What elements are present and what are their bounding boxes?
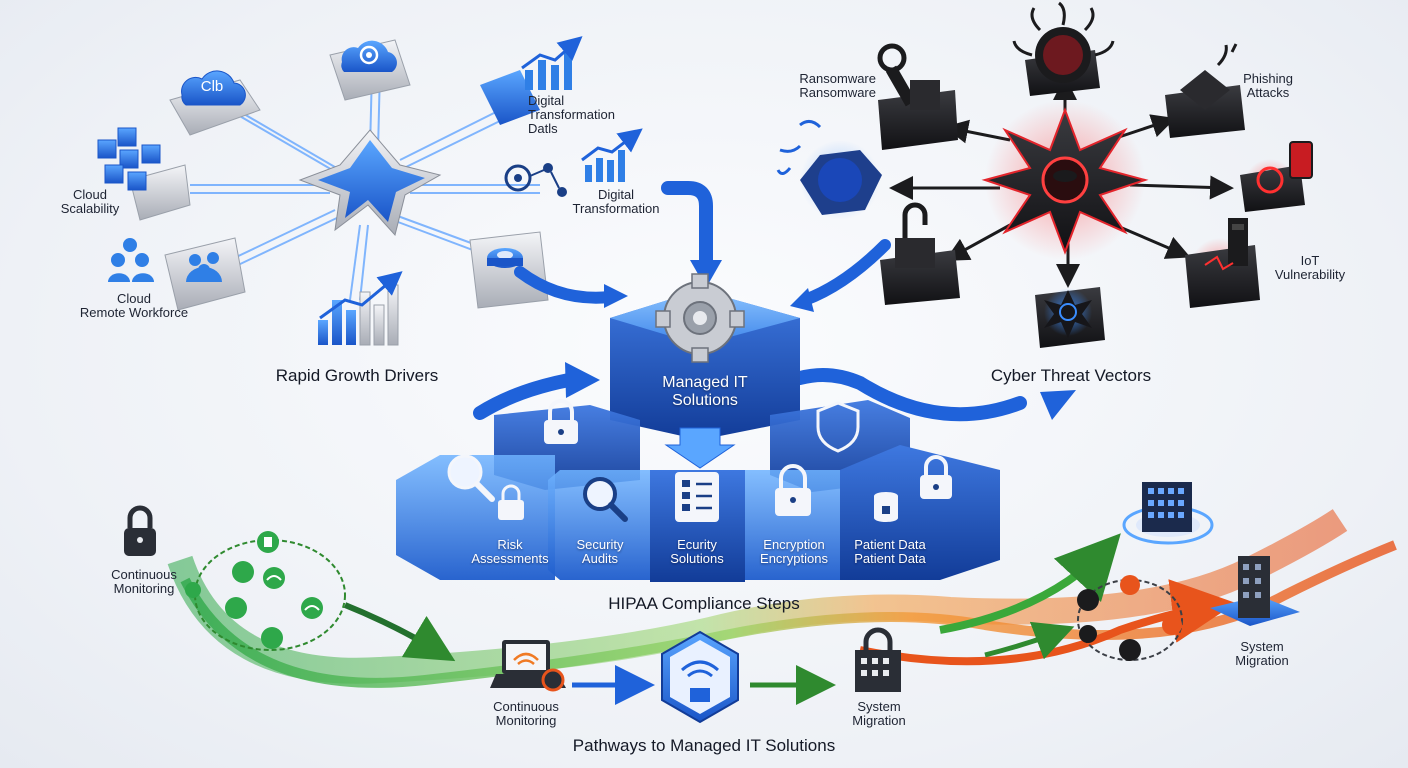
cloud-scalability-label: Cloud Scalability	[60, 187, 120, 216]
cloud-node	[169, 70, 261, 136]
growth-cluster	[97, 36, 643, 346]
server-building-icon	[1210, 556, 1300, 626]
search-icon	[583, 477, 628, 522]
threat-core	[981, 100, 1149, 260]
checklist-icon	[675, 472, 719, 522]
hub-label: Managed IT Solutions	[662, 374, 748, 409]
bar-chart-icon	[318, 271, 403, 346]
wifi-hub-icon	[661, 630, 739, 724]
tile-risk-assessments-label: Risk Assessments	[471, 537, 549, 566]
back-lock-left-icon	[544, 399, 578, 444]
blue-burst-node	[1035, 287, 1105, 348]
growth-beams	[190, 69, 540, 301]
pathway-section-title: Pathways to Managed IT Solutions	[572, 736, 836, 755]
blue-burst-icon	[1044, 288, 1092, 338]
growth-core	[298, 129, 442, 237]
virus-icon	[1012, 1, 1115, 83]
laptop-wifi-icon	[490, 640, 566, 692]
ring-icon	[487, 248, 523, 268]
office-building-icon	[1122, 482, 1214, 545]
ransomware-label: Ransomware Ransomware	[799, 71, 876, 100]
iot-icon	[1204, 218, 1248, 271]
continuous-monitoring-left-label: Continuous Monitoring	[111, 567, 177, 596]
gear-icon	[655, 273, 745, 363]
cloud-icon	[181, 70, 246, 106]
team-icon	[108, 238, 154, 282]
network-chart-node	[504, 128, 643, 197]
ransomware-node	[877, 43, 958, 150]
digital-transformation-label: Digital Transformation	[572, 187, 660, 216]
threat-cluster	[776, 1, 1313, 348]
cloud-target-icon	[341, 40, 397, 72]
hospital-icon	[855, 627, 901, 692]
compliance-blocks	[396, 399, 1000, 582]
shield-icon	[816, 401, 860, 453]
phone-threat-icon	[1256, 141, 1313, 194]
phone-threat-node	[1240, 141, 1313, 212]
system-migration-center-label: System Migration	[852, 699, 906, 728]
padlock-icon	[124, 505, 156, 556]
tile-patient-data-label: Patient Data Patient Data	[854, 537, 926, 566]
pathways	[124, 482, 1397, 724]
tile-ecurity-solutions-label: Ecurity Solutions	[670, 537, 724, 566]
tile-security-audits-label: Security Audits	[576, 537, 624, 566]
ring-node	[469, 231, 549, 309]
threat-section-title: Cyber Threat Vectors	[990, 366, 1152, 385]
malware-icon	[776, 120, 862, 202]
hub-block	[610, 273, 800, 469]
iot-node	[1185, 218, 1260, 308]
team-node	[164, 237, 246, 311]
cloud-remote-workforce-label: Cloud Remote Workforce	[79, 291, 189, 320]
monitoring-loop	[185, 531, 346, 651]
network-chart-icon	[504, 128, 643, 197]
malware-node	[776, 120, 882, 220]
cloud-icon-text: Clb	[200, 78, 224, 95]
system-migration-right-label: System Migration	[1235, 639, 1289, 668]
bar-chart-node	[318, 271, 403, 346]
tile-encryption-label: Encryption Encryptions	[760, 537, 828, 566]
growth-section-title: Rapid Growth Drivers	[275, 366, 439, 385]
cloud-target-node	[329, 39, 411, 101]
compliance-section-title: HIPAA Compliance Steps	[608, 594, 800, 613]
front-lock-right-icon	[920, 455, 952, 499]
iot-vulnerability-label: IoT Vulnerability	[1274, 253, 1346, 282]
ransomware-icon	[877, 43, 940, 110]
cubes-node	[97, 127, 191, 221]
database-icon	[874, 492, 898, 522]
cubes-icon	[97, 127, 161, 191]
continuous-monitoring-center-label: Continuous Monitoring	[493, 699, 559, 728]
phishing-node	[1165, 43, 1245, 138]
digital-transformation-datls-label: Digital Transformation Datls	[528, 93, 615, 136]
hub-flow-arrows	[473, 181, 1076, 422]
team-node-icon	[186, 252, 222, 282]
phishing-attacks-label: Phishing Attacks	[1243, 71, 1293, 100]
hook-icon	[895, 202, 935, 268]
migration-loop	[1077, 575, 1183, 661]
lock-icon	[775, 464, 811, 516]
magnifier-icon	[447, 454, 495, 502]
virus-node	[1012, 1, 1115, 96]
hook-node	[880, 202, 960, 305]
tile-lock-icon	[498, 484, 524, 520]
growth-chart-icon	[521, 36, 583, 90]
phishing-icon	[1180, 43, 1238, 110]
growth-chart-node	[480, 36, 583, 125]
